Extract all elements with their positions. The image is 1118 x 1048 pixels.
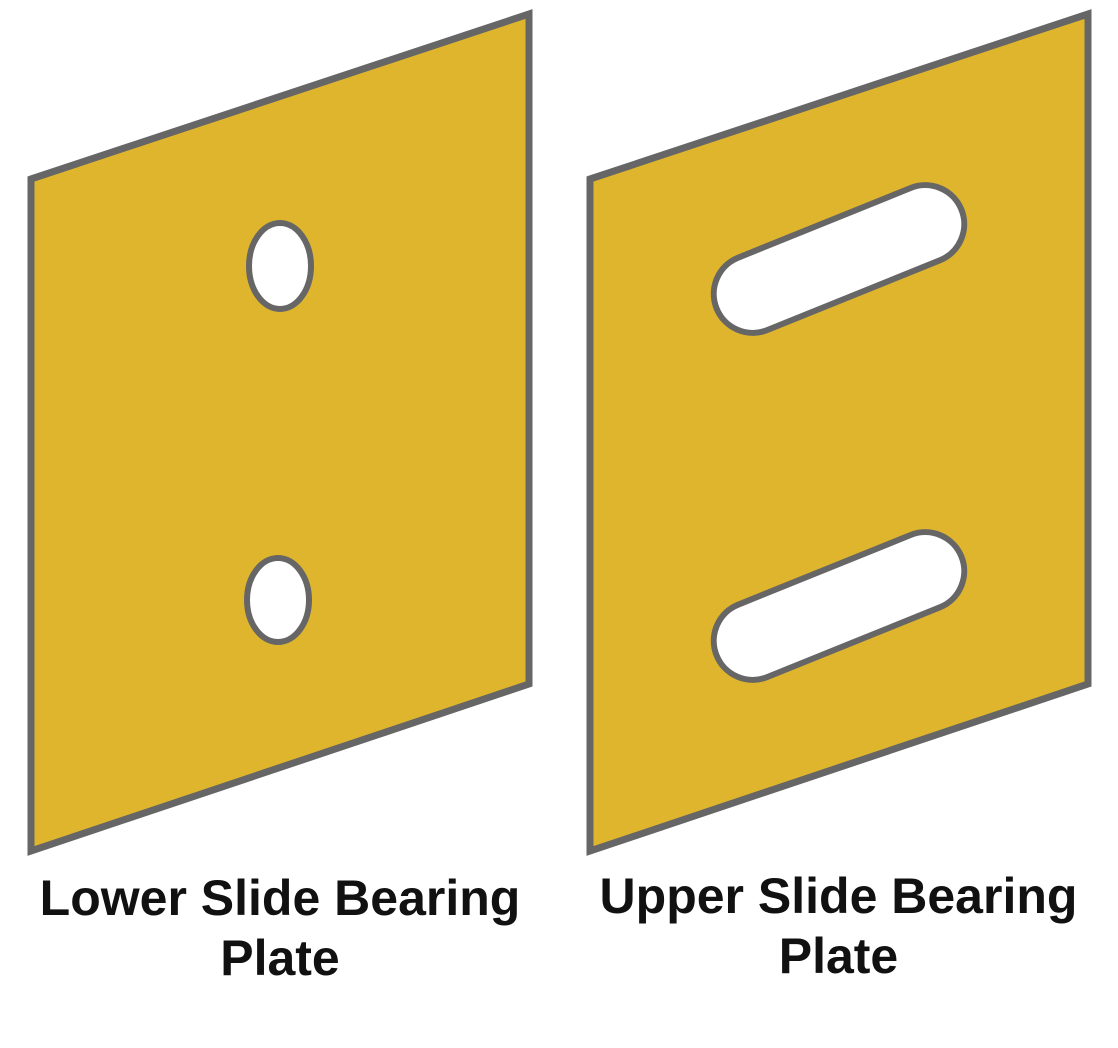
upper-plate-caption: Upper Slide Bearing Plate [559, 866, 1118, 986]
lower-plate-body [27, 9, 533, 856]
upper-plate-bottom-slotted-hole [710, 529, 968, 683]
upper-plate-caption-line2: Plate [778, 928, 899, 984]
upper-plate-body [586, 9, 1092, 856]
lower-plate-top-round-hole [246, 220, 314, 312]
upper-slide-bearing-plate [586, 9, 1092, 856]
lower-plate-caption-line1: Lower Slide Bearing [39, 870, 521, 926]
lower-plate-bottom-round-hole [244, 555, 312, 645]
lower-plate-caption: Lower Slide Bearing Plate [0, 868, 560, 988]
lower-plate-caption-line2: Plate [220, 930, 340, 986]
upper-plate-caption-line1: Upper Slide Bearing [599, 868, 1078, 924]
upper-plate-top-slotted-hole [710, 182, 968, 336]
lower-slide-bearing-plate [27, 9, 533, 856]
